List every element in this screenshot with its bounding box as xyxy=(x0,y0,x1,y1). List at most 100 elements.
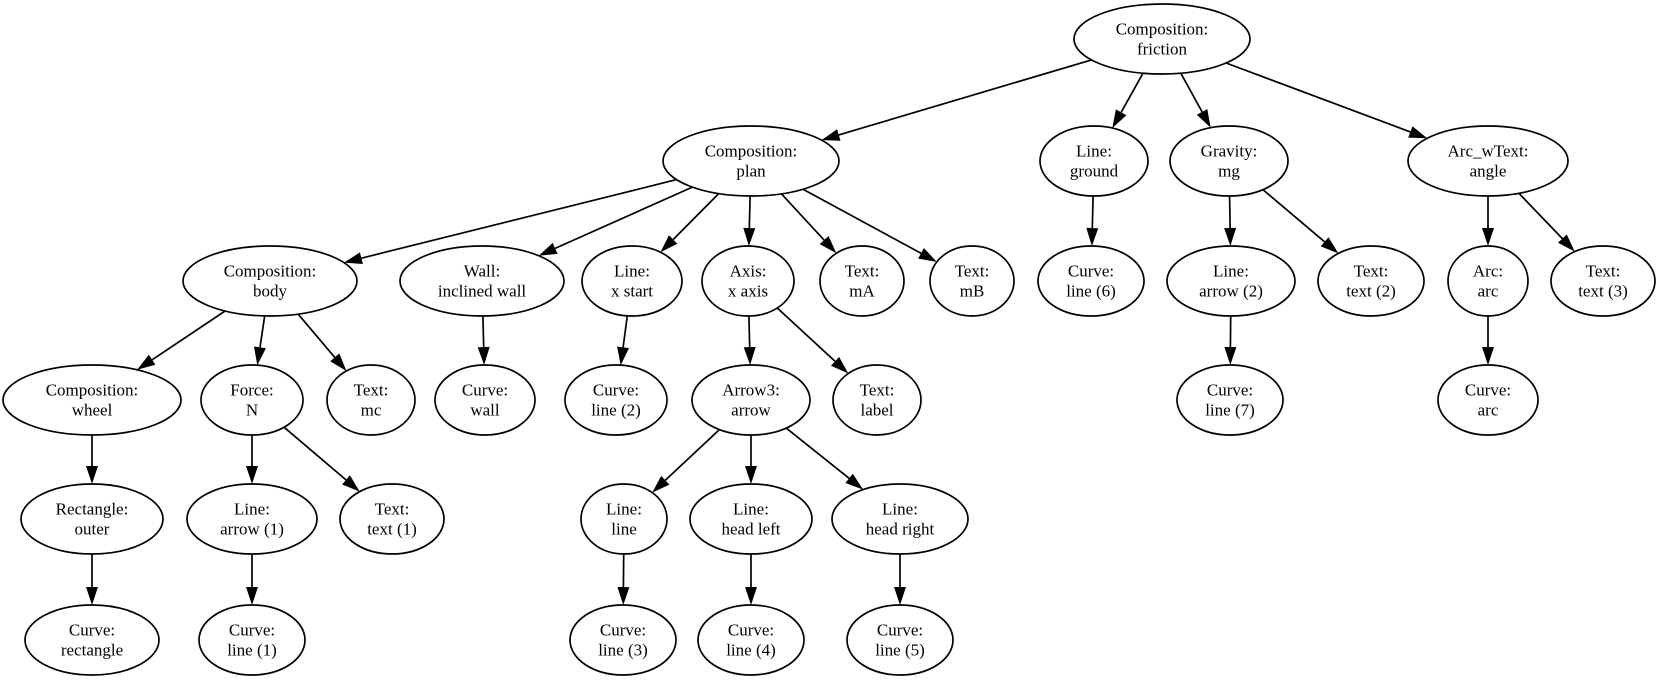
node-type-label: Line: xyxy=(1213,262,1249,281)
edge-x-start--line-2 xyxy=(617,315,629,366)
edge-line--line-3 xyxy=(617,553,630,605)
edge-plan--x-start xyxy=(660,193,720,253)
edge-arrowhead-icon xyxy=(1482,228,1494,246)
edge-arrowhead-icon xyxy=(538,242,558,256)
edge-body--n xyxy=(254,315,266,366)
node-type-label: Curve: xyxy=(877,621,923,640)
edge-line xyxy=(838,59,1092,136)
node-arrow-1: Line:arrow (1) xyxy=(186,483,318,555)
node-type-label: Line: xyxy=(733,500,769,519)
node-name-label: line (7) xyxy=(1205,401,1255,420)
node-name-label: x axis xyxy=(728,282,768,301)
node-ellipse xyxy=(2,364,182,436)
edge-line xyxy=(664,428,720,481)
node-arrow-2: Line:arrow (2) xyxy=(1166,245,1296,317)
edge-arrowhead-icon xyxy=(86,587,98,605)
node-name-label: line xyxy=(611,520,637,539)
node-ellipse xyxy=(1437,364,1539,436)
node-type-label: Text: xyxy=(845,262,880,281)
node-ground: Line:ground xyxy=(1039,125,1149,197)
node-head-right: Line:head right xyxy=(831,483,969,555)
node-curve-arc: Curve:arc xyxy=(1437,364,1539,436)
node-text-2: Text:text (2) xyxy=(1317,245,1425,317)
node-head-left: Line:head left xyxy=(689,483,813,555)
node-ellipse xyxy=(182,245,358,317)
node-type-label: Curve: xyxy=(229,621,275,640)
node-name-label: text (3) xyxy=(1578,282,1628,301)
node-name-label: ground xyxy=(1070,162,1119,181)
edge-mg--arrow-2 xyxy=(1224,195,1237,246)
node-name-label: mc xyxy=(361,401,382,420)
edge-arrowhead-icon xyxy=(1112,109,1127,129)
edge-n--text-1 xyxy=(283,426,360,492)
edge-outer--curve-rectangle xyxy=(86,554,98,605)
edge-line xyxy=(672,193,720,241)
edge-ground--line-6 xyxy=(1086,195,1099,246)
edge-plan--mb xyxy=(802,188,937,262)
node-name-label: line (3) xyxy=(598,641,648,660)
edge-plan--ma xyxy=(780,193,837,254)
node-type-label: Text: xyxy=(860,381,895,400)
edge-wheel--outer xyxy=(86,435,98,484)
node-arc: Arc:arc xyxy=(1447,245,1529,317)
edge-line xyxy=(776,307,836,362)
node-type-label: Text: xyxy=(1354,262,1389,281)
node-ellipse xyxy=(819,245,905,317)
node-name-label: arc xyxy=(1478,282,1499,301)
node-type-label: Force: xyxy=(230,381,273,400)
edge-arrowhead-icon xyxy=(1086,227,1099,246)
node-type-label: Text: xyxy=(354,381,389,400)
node-ma: Text:mA xyxy=(819,245,905,317)
node-ellipse xyxy=(569,604,677,676)
node-ellipse xyxy=(580,483,668,555)
edge-line xyxy=(361,178,677,260)
node-ellipse xyxy=(1176,364,1284,436)
edge-arrowhead-icon xyxy=(894,587,906,605)
edge-arrowhead-icon xyxy=(617,587,630,605)
node-name-label: wall xyxy=(470,401,500,420)
node-wall: Curve:wall xyxy=(434,364,536,436)
node-line-3: Curve:line (3) xyxy=(569,604,677,676)
node-type-label: Gravity: xyxy=(1201,142,1258,161)
edge-line xyxy=(1120,72,1144,113)
node-name-label: text (2) xyxy=(1346,282,1396,301)
node-type-label: Curve: xyxy=(1207,381,1253,400)
node-type-label: Arc: xyxy=(1473,262,1503,281)
node-type-label: Rectangle: xyxy=(56,500,129,519)
node-ellipse xyxy=(846,604,954,676)
node-name-label: N xyxy=(246,401,258,420)
node-type-label: Curve: xyxy=(1465,381,1511,400)
edge-arrowhead-icon xyxy=(254,346,266,366)
node-ellipse xyxy=(20,483,164,555)
node-name-label: head right xyxy=(866,520,935,539)
edge-arrowhead-icon xyxy=(342,475,360,492)
edge-arrowhead-icon xyxy=(745,466,757,484)
node-x-start: Line:x start xyxy=(581,245,683,317)
edge-line xyxy=(1091,195,1094,229)
node-type-label: Text: xyxy=(375,500,410,519)
node-ellipse xyxy=(1447,245,1529,317)
node-wheel: Composition:wheel xyxy=(2,364,182,436)
node-line-6: Curve:line (6) xyxy=(1037,245,1145,317)
node-ellipse xyxy=(434,364,536,436)
edge-plan--x-axis xyxy=(743,195,756,246)
node-name-label: line (4) xyxy=(726,641,776,660)
node-ellipse xyxy=(701,245,795,317)
edge-line xyxy=(1228,195,1231,229)
edge-x-axis--arrow3 xyxy=(743,315,756,365)
edge-arrowhead-icon xyxy=(652,475,670,493)
node-mb: Text:mB xyxy=(929,245,1015,317)
node-ellipse xyxy=(200,364,304,436)
edge-line xyxy=(1518,192,1564,240)
node-line-2: Curve:line (2) xyxy=(564,364,668,436)
node-ellipse xyxy=(697,604,805,676)
node-type-label: Curve: xyxy=(69,621,115,640)
edge-friction--ground xyxy=(1112,72,1144,129)
edge-angle--text-3 xyxy=(1518,192,1575,252)
node-type-label: Line: xyxy=(606,500,642,519)
node-ellipse xyxy=(399,245,565,317)
node-name-label: line (5) xyxy=(875,641,925,660)
edge-layer xyxy=(86,59,1575,605)
node-name-label: plan xyxy=(736,162,766,181)
